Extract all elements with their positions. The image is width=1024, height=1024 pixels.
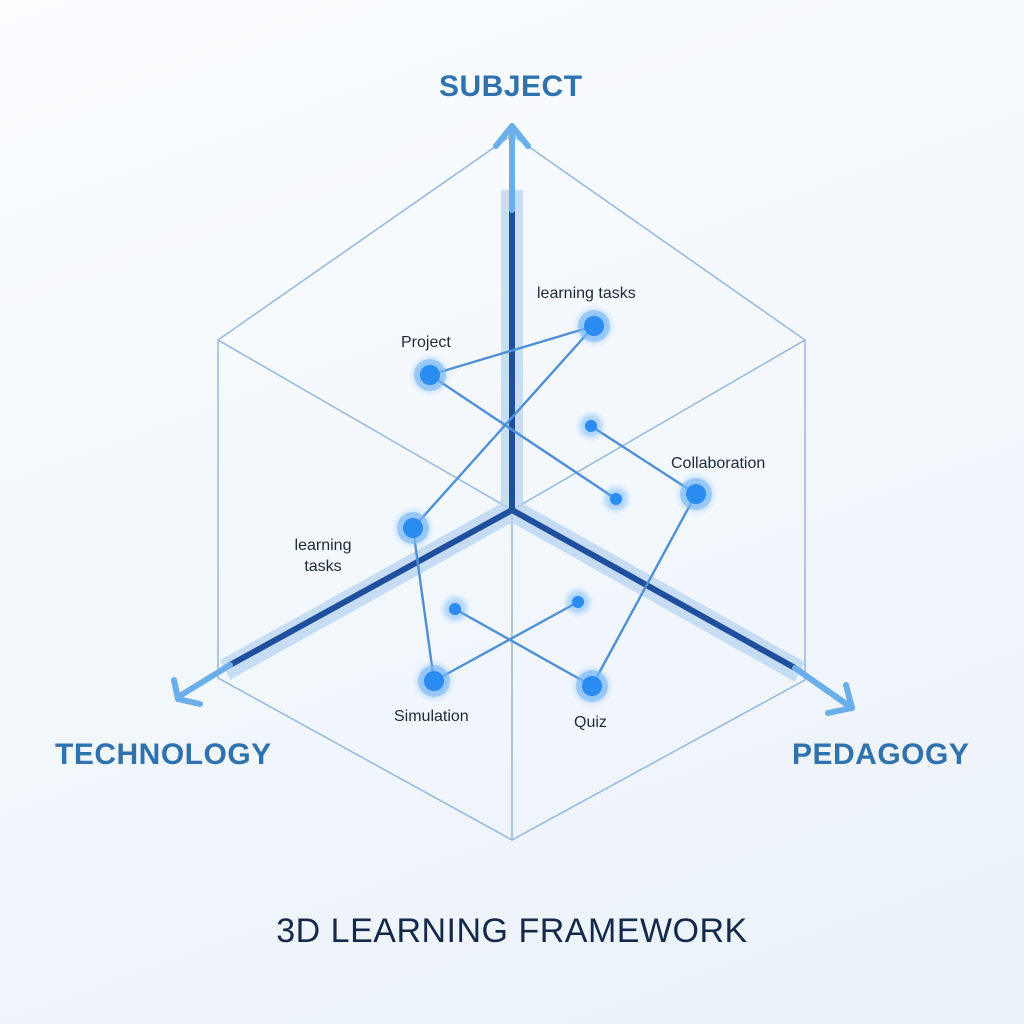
axis-label-pedagogy: PEDAGOGY [792,738,970,771]
axes-core [228,200,797,671]
diagram-title: 3D LEARNING FRAMEWORK [276,912,748,950]
node-learning-tasks-left[interactable] [391,506,435,550]
label-project: Project [401,334,451,351]
node-small-upper-right[interactable] [575,410,607,442]
label-learning-tasks-left-line2: tasks [304,558,342,575]
label-learning-tasks-left-line1: learning [294,537,352,554]
label-learning-tasks-top: learning tasks [537,285,636,302]
label-quiz: Quiz [574,714,607,731]
axis-label-technology: TECHNOLOGY [55,738,272,771]
axis-arrows [171,123,855,716]
node-simulation[interactable] [412,659,456,703]
node-learning-tasks-top[interactable] [572,304,616,348]
node-small-lower-left[interactable] [439,593,471,625]
label-collaboration: Collaboration [671,455,766,472]
label-learning-tasks-left: learning tasks [288,535,358,577]
cube-outline [217,134,806,841]
node-small-lower-right[interactable] [562,586,594,618]
node-project[interactable] [408,353,452,397]
node-quiz[interactable] [570,664,614,708]
node-collaboration[interactable] [674,472,718,516]
label-simulation: Simulation [394,708,469,725]
axis-label-subject: SUBJECT [439,70,583,103]
node-small-center-right[interactable] [600,483,632,515]
node-links [411,324,698,688]
nodes [391,304,718,708]
